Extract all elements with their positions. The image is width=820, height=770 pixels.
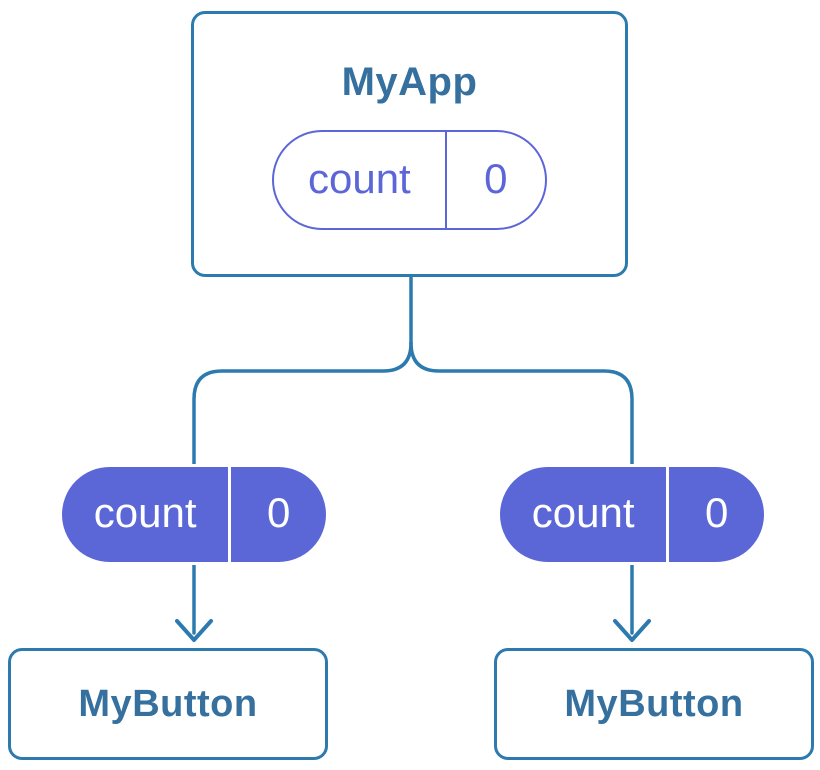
component-card-child-left: MyButton (8, 648, 328, 760)
child-left-state-pill: count 0 (59, 464, 329, 565)
child-component-title: MyButton (78, 683, 258, 725)
parent-state-pill: count 0 (272, 130, 547, 230)
bracket-right-branch (409, 341, 634, 470)
right-arrowhead-icon (613, 619, 651, 642)
state-key-label: count (307, 154, 411, 202)
component-card-child-right: MyButton (494, 648, 814, 760)
child-right-state-pill: count 0 (497, 464, 767, 565)
state-value: 0 (444, 132, 545, 228)
bracket-left-branch (192, 341, 413, 470)
left-arrowhead-icon (175, 619, 213, 642)
component-card-parent: MyApp count 0 (191, 11, 628, 277)
state-value: 0 (666, 467, 764, 562)
child-component-title: MyButton (564, 683, 744, 725)
state-value: 0 (228, 467, 326, 562)
state-key-label: count (93, 489, 197, 536)
parent-component-title: MyApp (341, 60, 478, 104)
state-key-label: count (531, 489, 635, 536)
